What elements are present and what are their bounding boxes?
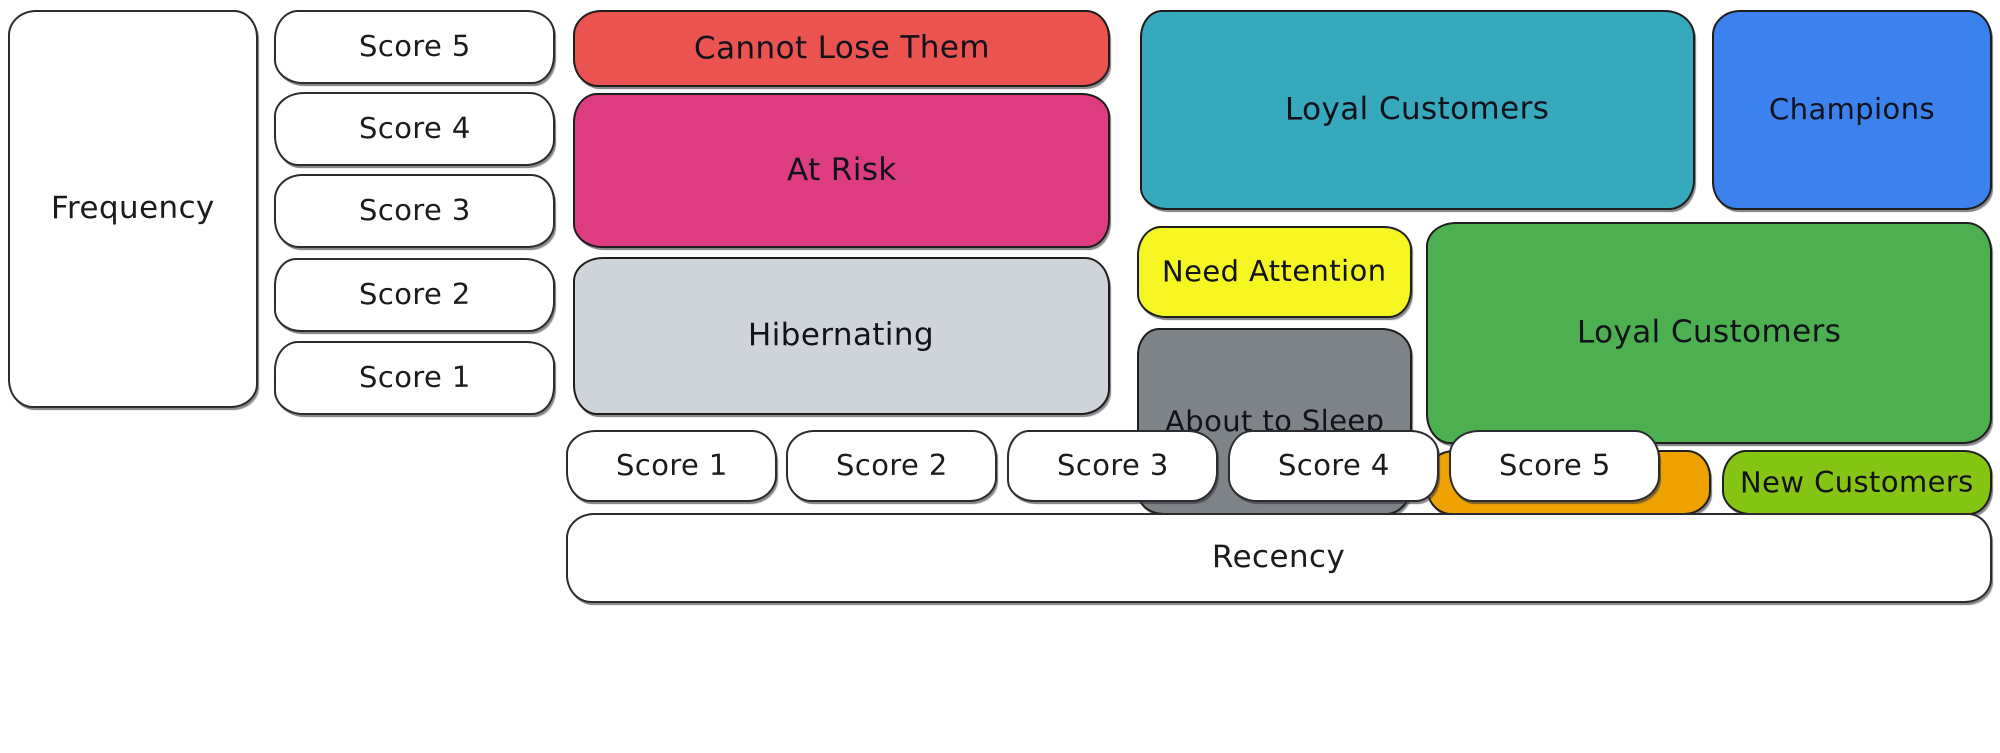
- frequency-score-5[interactable]: Score 5: [274, 10, 555, 84]
- recency-score-2[interactable]: Score 2: [786, 430, 997, 502]
- segment-cannot-lose-them-label: Cannot Lose Them: [693, 29, 990, 67]
- recency-score-2-label: Score 2: [835, 448, 948, 483]
- frequency-score-4-label: Score 4: [358, 111, 471, 146]
- segment-hibernating-label: Hibernating: [748, 316, 935, 354]
- axis-label-recency: Recency: [566, 513, 1992, 603]
- segment-champions[interactable]: Champions: [1712, 10, 1992, 210]
- frequency-score-2-label: Score 2: [358, 277, 471, 312]
- recency-score-3[interactable]: Score 3: [1007, 430, 1218, 502]
- recency-score-5[interactable]: Score 5: [1449, 430, 1660, 502]
- segment-new-customers[interactable]: New Customers: [1722, 450, 1992, 515]
- segment-loyal-customers-green[interactable]: Loyal Customers: [1426, 222, 1992, 444]
- segment-hibernating[interactable]: Hibernating: [573, 257, 1110, 415]
- frequency-score-2[interactable]: Score 2: [274, 258, 555, 332]
- frequency-score-3-label: Score 3: [358, 193, 471, 228]
- segment-new-customers-label: New Customers: [1740, 464, 1974, 500]
- recency-score-1-label: Score 1: [615, 448, 728, 483]
- segment-at-risk[interactable]: At Risk: [573, 93, 1110, 248]
- segment-at-risk-label: At Risk: [786, 151, 897, 188]
- segment-need-attention[interactable]: Need Attention: [1137, 226, 1412, 318]
- axis-label-frequency-text: Frequency: [51, 189, 215, 227]
- segment-loyal-customers-teal[interactable]: Loyal Customers: [1140, 10, 1695, 210]
- axis-label-frequency: Frequency: [8, 10, 258, 408]
- segment-cannot-lose-them[interactable]: Cannot Lose Them: [573, 10, 1110, 87]
- segment-loyal-customers-green-label: Loyal Customers: [1576, 313, 1842, 351]
- frequency-score-3[interactable]: Score 3: [274, 174, 555, 248]
- recency-score-4[interactable]: Score 4: [1228, 430, 1439, 502]
- segment-champions-label: Champions: [1768, 91, 1936, 127]
- segment-need-attention-label: Need Attention: [1162, 253, 1387, 289]
- recency-score-3-label: Score 3: [1056, 448, 1169, 483]
- segment-loyal-customers-teal-label: Loyal Customers: [1285, 90, 1550, 128]
- recency-score-4-label: Score 4: [1277, 448, 1390, 483]
- frequency-score-5-label: Score 5: [358, 29, 471, 64]
- recency-score-1[interactable]: Score 1: [566, 430, 777, 502]
- frequency-score-1-label: Score 1: [358, 360, 471, 395]
- recency-score-5-label: Score 5: [1498, 448, 1611, 483]
- axis-label-recency-text: Recency: [1212, 538, 1346, 576]
- frequency-score-1[interactable]: Score 1: [274, 341, 555, 415]
- frequency-score-4[interactable]: Score 4: [274, 92, 555, 166]
